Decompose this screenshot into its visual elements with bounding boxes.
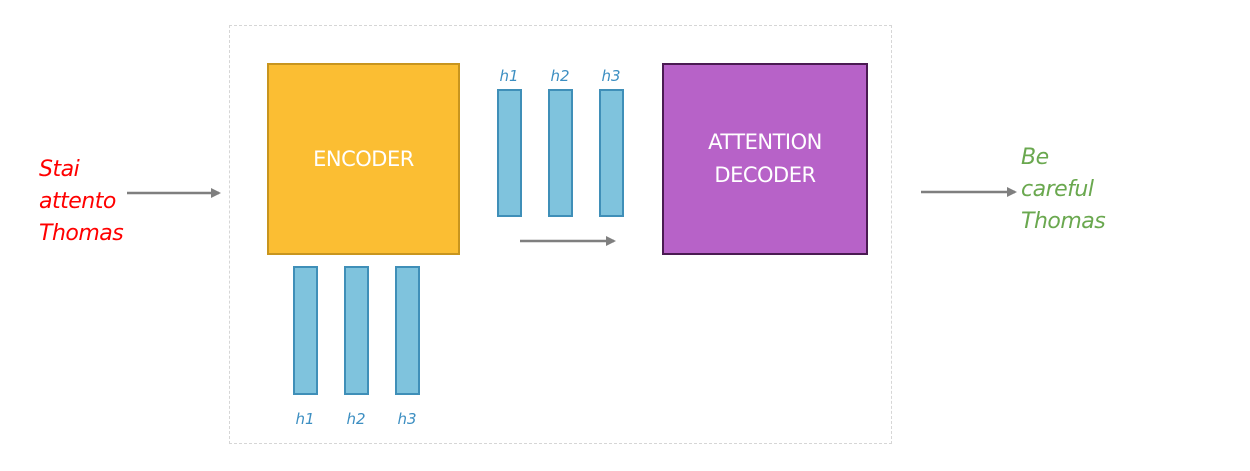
input-sentence: Stai attento Thomas <box>39 157 124 246</box>
decoder-label: ATTENTION DECODER <box>708 130 822 187</box>
context-state-label: h1 <box>499 67 519 85</box>
encoder-state-label: h1 <box>295 410 315 428</box>
context-state-label: h2 <box>550 67 570 85</box>
encoder-state-vector <box>293 266 318 395</box>
output-sentence: Be careful Thomas <box>1021 145 1106 234</box>
encoder-state-label: h3 <box>397 410 417 428</box>
model-frame <box>229 25 892 444</box>
encoder-label: ENCODER <box>313 146 414 171</box>
attention-decoder-block: ATTENTION DECODER <box>662 63 868 255</box>
encoder-state-label: h2 <box>346 410 366 428</box>
encoder-state-vector <box>344 266 369 395</box>
context-state-vector <box>548 89 573 217</box>
encoder-state-vector <box>395 266 420 395</box>
context-state-vector <box>599 89 624 217</box>
context-state-label: h3 <box>601 67 621 85</box>
encoder-block: ENCODER <box>267 63 460 255</box>
context-state-vector <box>497 89 522 217</box>
